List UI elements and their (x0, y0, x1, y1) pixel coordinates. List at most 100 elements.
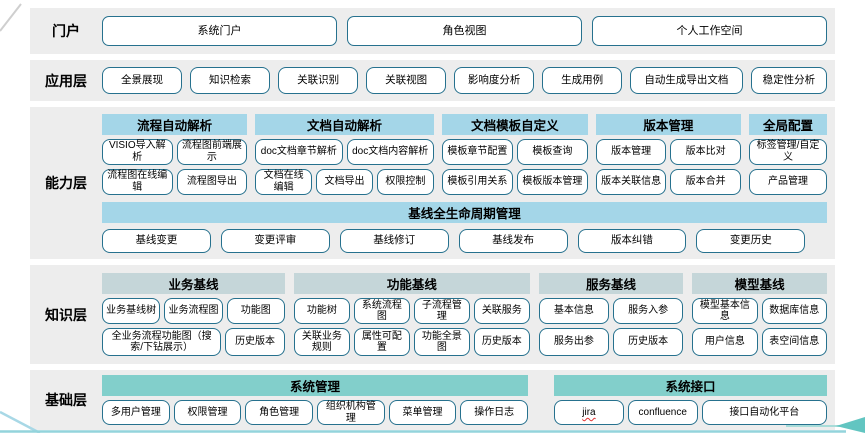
jira-label: jira (582, 406, 596, 418)
model-basic-info-button: 模型基本信息 (692, 298, 758, 324)
personal-workspace-button: 个人工作空间 (592, 16, 827, 46)
group-header: 系统接口 (554, 375, 827, 396)
version-relation-info-button: 版本关联信息 (595, 168, 667, 195)
role-view-button: 角色视图 (347, 16, 582, 46)
group-model-baseline: 模型基线 模型基本信息 数据库信息 用户信息 表空间信息 (692, 273, 827, 356)
template-query-button: 模板查询 (516, 138, 588, 165)
template-reference-button: 模板引用关系 (441, 168, 513, 195)
group-header: 流程自动解析 (102, 113, 248, 135)
capability-groups: 流程自动解析 VISIO导入解析 流程图前端展示 流程图在线编辑 流程图导出 文… (102, 113, 828, 195)
doc-content-parse-button: doc文档内容解析 (346, 138, 434, 165)
portal-layer-label: 门户 (52, 23, 80, 39)
multi-user-mgmt-button: 多用户管理 (102, 400, 170, 425)
group-header: 文档自动解析 (255, 113, 434, 135)
group-global-config: 全局配置 标签管理/自定义 产品管理 (748, 113, 828, 195)
left-arrow-icon (836, 417, 865, 433)
group-doc-auto-parse: 文档自动解析 doc文档章节解析 doc文档内容解析 文档在线编辑 文档导出 权… (255, 113, 434, 195)
tag-mgmt-custom-button: 标签管理/自定义 (748, 138, 828, 165)
application-layer-band: 应用层 全景展现 知识检索 关联识别 关联视图 影响度分析 生成用例 自动生成导… (30, 60, 835, 101)
capability-layer-label: 能力层 (45, 175, 87, 191)
interface-automation-platform-button: 接口自动化平台 (701, 400, 827, 425)
flowchart-export-button: 流程图导出 (176, 168, 248, 195)
flowchart-online-edit-button: 流程图在线编辑 (102, 168, 173, 195)
flowchart-frontend-display-button: 流程图前端展示 (176, 138, 248, 165)
auto-export-doc-button: 自动生成导出文档 (630, 67, 743, 94)
doc-export-button: 文档导出 (316, 168, 373, 195)
group-header: 系统管理 (102, 375, 529, 396)
version-compare-button: 版本比对 (670, 138, 741, 165)
visio-import-parse-button: VISIO导入解析 (102, 138, 173, 165)
history-version-button: 历史版本 (225, 328, 285, 356)
relation-view-button: 关联视图 (366, 67, 447, 94)
group-header: 功能基线 (293, 273, 530, 294)
subprocess-mgmt-button: 子流程管理 (413, 298, 470, 324)
portal-layer-band: 门户 系统门户 角色视图 个人工作空间 (30, 8, 835, 54)
group-header: 文档模板自定义 (441, 113, 588, 135)
history-version-button: 历史版本 (473, 328, 530, 356)
version-mgmt-button: 版本管理 (595, 138, 667, 165)
group-header: 业务基线 (102, 273, 285, 294)
product-mgmt-button: 产品管理 (748, 168, 828, 195)
top-left-corner-line (0, 3, 22, 32)
related-business-rule-button: 关联业务规则 (293, 328, 350, 356)
template-chapter-config-button: 模板章节配置 (441, 138, 513, 165)
application-buttons: 全景展现 知识检索 关联识别 关联视图 影响度分析 生成用例 自动生成导出文档 … (102, 67, 835, 94)
user-info-button: 用户信息 (692, 328, 758, 356)
panorama-display-button: 全景展现 (102, 67, 183, 94)
knowledge-layer-label: 知识层 (45, 306, 87, 323)
org-structure-mgmt-button: 组织机构管理 (317, 400, 385, 425)
baseline-revise-button: 基线修订 (339, 228, 449, 253)
full-business-function-map-button: 全业务流程功能图（搜索/下钻展示） (102, 328, 222, 356)
knowledge-layer-band: 知识层 业务基线 业务基线树 业务流程图 功能图 全业务流程功能图（搜索/下钻展… (30, 265, 835, 364)
group-process-auto-parse: 流程自动解析 VISIO导入解析 流程图前端展示 流程图在线编辑 流程图导出 (102, 113, 248, 195)
group-function-baseline: 功能基线 功能树 系统流程图 子流程管理 关联服务 关联业务规则 属性可配置 功… (293, 273, 530, 356)
stability-analysis-button: 稳定性分析 (750, 67, 828, 94)
application-layer-label: 应用层 (45, 72, 87, 89)
generate-usecase-button: 生成用例 (542, 67, 623, 94)
function-tree-button: 功能树 (293, 298, 350, 324)
operation-log-button: 操作日志 (460, 400, 529, 425)
doc-online-edit-button: 文档在线编辑 (255, 168, 313, 195)
group-header: 服务基线 (538, 273, 684, 294)
baseline-change-button: 基线变更 (102, 228, 211, 253)
change-review-button: 变更评审 (220, 228, 330, 253)
portal-buttons: 系统门户 角色视图 个人工作空间 (102, 16, 835, 46)
confluence-button: confluence (627, 400, 698, 425)
history-version-button: 历史版本 (613, 328, 684, 356)
service-input-param-button: 服务入参 (613, 298, 684, 324)
menu-mgmt-button: 菜单管理 (388, 400, 457, 425)
foundation-layer-band: 基础层 系统管理 多用户管理 权限管理 角色管理 组织机构管理 菜单管理 操作日… (30, 370, 835, 430)
function-panorama-button: 功能全景图 (413, 328, 470, 356)
database-info-button: 数据库信息 (761, 298, 827, 324)
group-header: 模型基线 (692, 273, 827, 294)
function-diagram-button: 功能图 (226, 298, 285, 324)
foundation-layer-label: 基础层 (45, 392, 87, 408)
group-business-baseline: 业务基线 业务基线树 业务流程图 功能图 全业务流程功能图（搜索/下钻展示） 历… (102, 273, 285, 356)
tablespace-info-button: 表空间信息 (761, 328, 827, 356)
doc-chapter-parse-button: doc文档章节解析 (255, 138, 343, 165)
group-system-mgmt: 系统管理 多用户管理 权限管理 角色管理 组织机构管理 菜单管理 操作日志 (102, 375, 529, 425)
template-version-mgmt-button: 模板版本管理 (516, 168, 588, 195)
group-doc-template-custom: 文档模板自定义 模板章节配置 模板查询 模板引用关系 模板版本管理 (441, 113, 588, 195)
service-output-param-button: 服务出参 (538, 328, 609, 356)
version-merge-button: 版本合并 (670, 168, 741, 195)
version-correction-button: 版本纠错 (577, 228, 687, 253)
role-mgmt-button: 角色管理 (245, 400, 314, 425)
impact-analysis-button: 影响度分析 (454, 67, 535, 94)
business-flowchart-button: 业务流程图 (164, 298, 223, 324)
baseline-publish-button: 基线发布 (458, 228, 568, 253)
attribute-config-button: 属性可配置 (353, 328, 410, 356)
group-service-baseline: 服务基线 基本信息 服务入参 服务出参 历史版本 (538, 273, 684, 356)
change-history-button: 变更历史 (696, 228, 806, 253)
group-version-mgmt: 版本管理 版本管理 版本比对 版本关联信息 版本合并 (595, 113, 741, 195)
knowledge-search-button: 知识检索 (190, 67, 271, 94)
permission-control-button: 权限控制 (376, 168, 434, 195)
group-system-interface: 系统接口 jira confluence 接口自动化平台 (554, 375, 827, 425)
capability-layer-band: 能力层 流程自动解析 VISIO导入解析 流程图前端展示 流程图在线编辑 流程图… (30, 107, 835, 259)
permission-mgmt-button: 权限管理 (173, 400, 242, 425)
system-flowchart-button: 系统流程图 (353, 298, 410, 324)
baseline-lifecycle-header: 基线全生命周期管理 (102, 201, 827, 223)
group-header: 全局配置 (748, 113, 828, 135)
jira-button: jira (554, 400, 624, 425)
baseline-buttons: 基线变更 变更评审 基线修订 基线发布 版本纠错 变更历史 (102, 228, 806, 253)
